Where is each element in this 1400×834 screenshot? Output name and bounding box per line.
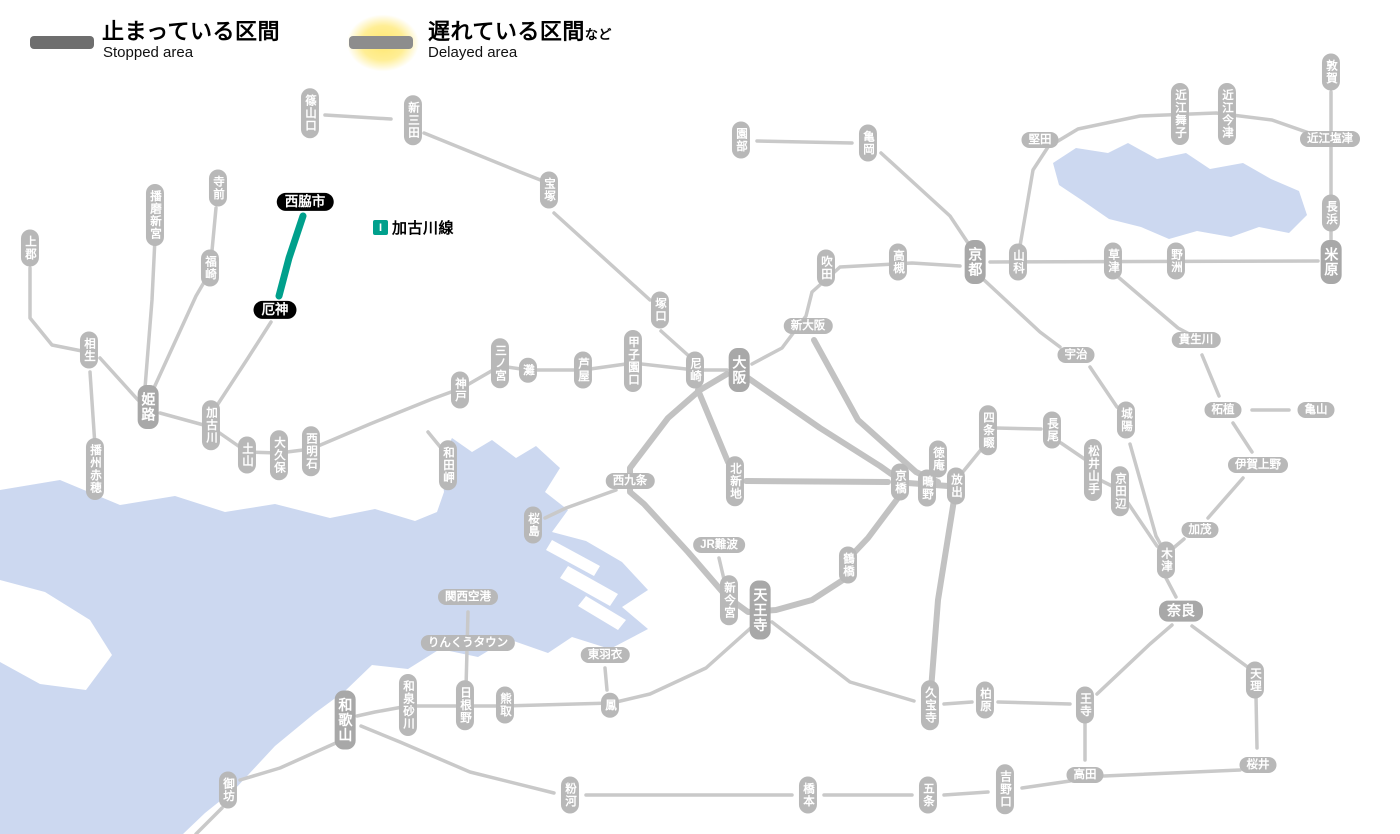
- delayed-line-swatch: [349, 36, 413, 49]
- gakkentoshi-line-b: [960, 444, 986, 475]
- stopped-label-en: Stopped area: [103, 44, 194, 61]
- pier-3: [578, 596, 626, 630]
- tozai-line-b: [743, 478, 891, 485]
- kusatsu-line-a: [1115, 274, 1195, 338]
- fukuchiyama-line-c: [552, 211, 652, 302]
- wadamisaki-line: [426, 430, 448, 456]
- line-symbol-icon: I: [373, 220, 388, 235]
- kyoto-line: [750, 261, 962, 366]
- delayed-label-ja-suffix: など: [584, 27, 612, 42]
- kakogawa-line-delayed: [275, 212, 307, 300]
- bantan-line: [151, 206, 218, 392]
- yamatoji-line-d: [1095, 623, 1174, 696]
- loop-line: [627, 371, 901, 615]
- tozai-line-a: [695, 387, 737, 473]
- yamatoji-line-b: [942, 700, 974, 706]
- yumesaki-line: [543, 488, 618, 520]
- kinokuni-line-b: [194, 806, 224, 834]
- nara-line-b: [1088, 365, 1119, 409]
- kinokuni-line-a: [238, 740, 340, 782]
- sanyo-line-aioi-himeji: [98, 356, 140, 402]
- airport-line: [464, 610, 470, 690]
- wakayama-line-b: [1020, 779, 1072, 790]
- delayed-label-en: Delayed area: [428, 44, 518, 61]
- kosei-line: [1018, 111, 1325, 248]
- sanyo-line-west: [28, 266, 84, 353]
- sagano-line-a: [755, 139, 854, 145]
- kansai-line-kizu-nara: [1164, 576, 1178, 599]
- kansai-line-tsuge-iga: [1231, 421, 1254, 454]
- stopped-label-ja: 止まっている区間: [102, 19, 281, 44]
- hagoromo-branch: [603, 666, 609, 692]
- delayed-label-ja: 遅れている区間など: [428, 19, 612, 44]
- kansai-line-kamo-kizu: [1169, 537, 1186, 552]
- yamatoji-line-a: [770, 620, 916, 703]
- osakahigashi-line-b: [928, 497, 957, 693]
- gakkentoshi-line-a: [905, 480, 951, 489]
- line-badge-label: 加古川線: [392, 220, 455, 237]
- gakkentoshi-line-d: [1059, 441, 1088, 462]
- kakogawa-line-badge: I 加古川線: [368, 215, 460, 240]
- ako-line: [88, 370, 97, 448]
- gakkentoshi-line-f: [1126, 501, 1159, 548]
- wakayama-line-c: [942, 790, 990, 797]
- yamatoji-line-namba: [717, 556, 728, 590]
- pier-2: [560, 566, 618, 606]
- kishin-line: [143, 236, 157, 390]
- wakayama-line-f: [359, 724, 556, 795]
- sakurai-line-c: [1102, 768, 1242, 778]
- kusatsu-line-b: [1200, 353, 1221, 398]
- kansai-line-iga-kamo: [1206, 476, 1245, 520]
- lake-biwa: [1053, 143, 1307, 239]
- gakkentoshi-line-e: [1098, 478, 1114, 488]
- fukuchiyama-line-b: [422, 131, 545, 183]
- gakkentoshi-line-c: [994, 426, 1043, 431]
- nara-line-a: [981, 277, 1062, 349]
- island-awaji: [0, 580, 112, 690]
- legend: 止まっている区間 Stopped area 遅れている区間など Delayed …: [0, 0, 700, 81]
- pier-1: [546, 540, 600, 576]
- osaka-bay: [0, 438, 648, 834]
- sakurai-line-a: [1190, 624, 1251, 670]
- yamatoji-line-c: [996, 700, 1072, 706]
- fukuchiyama-line-d: [659, 329, 692, 359]
- stopped-line-swatch: [30, 36, 94, 49]
- fukuchiyama-line-a: [323, 113, 393, 121]
- sagano-line-b: [879, 151, 972, 248]
- kobe-line: [158, 361, 729, 455]
- sakurai-line-b: [1254, 694, 1259, 750]
- kakogawa-line: [212, 320, 273, 412]
- biwako-line: [988, 259, 1320, 264]
